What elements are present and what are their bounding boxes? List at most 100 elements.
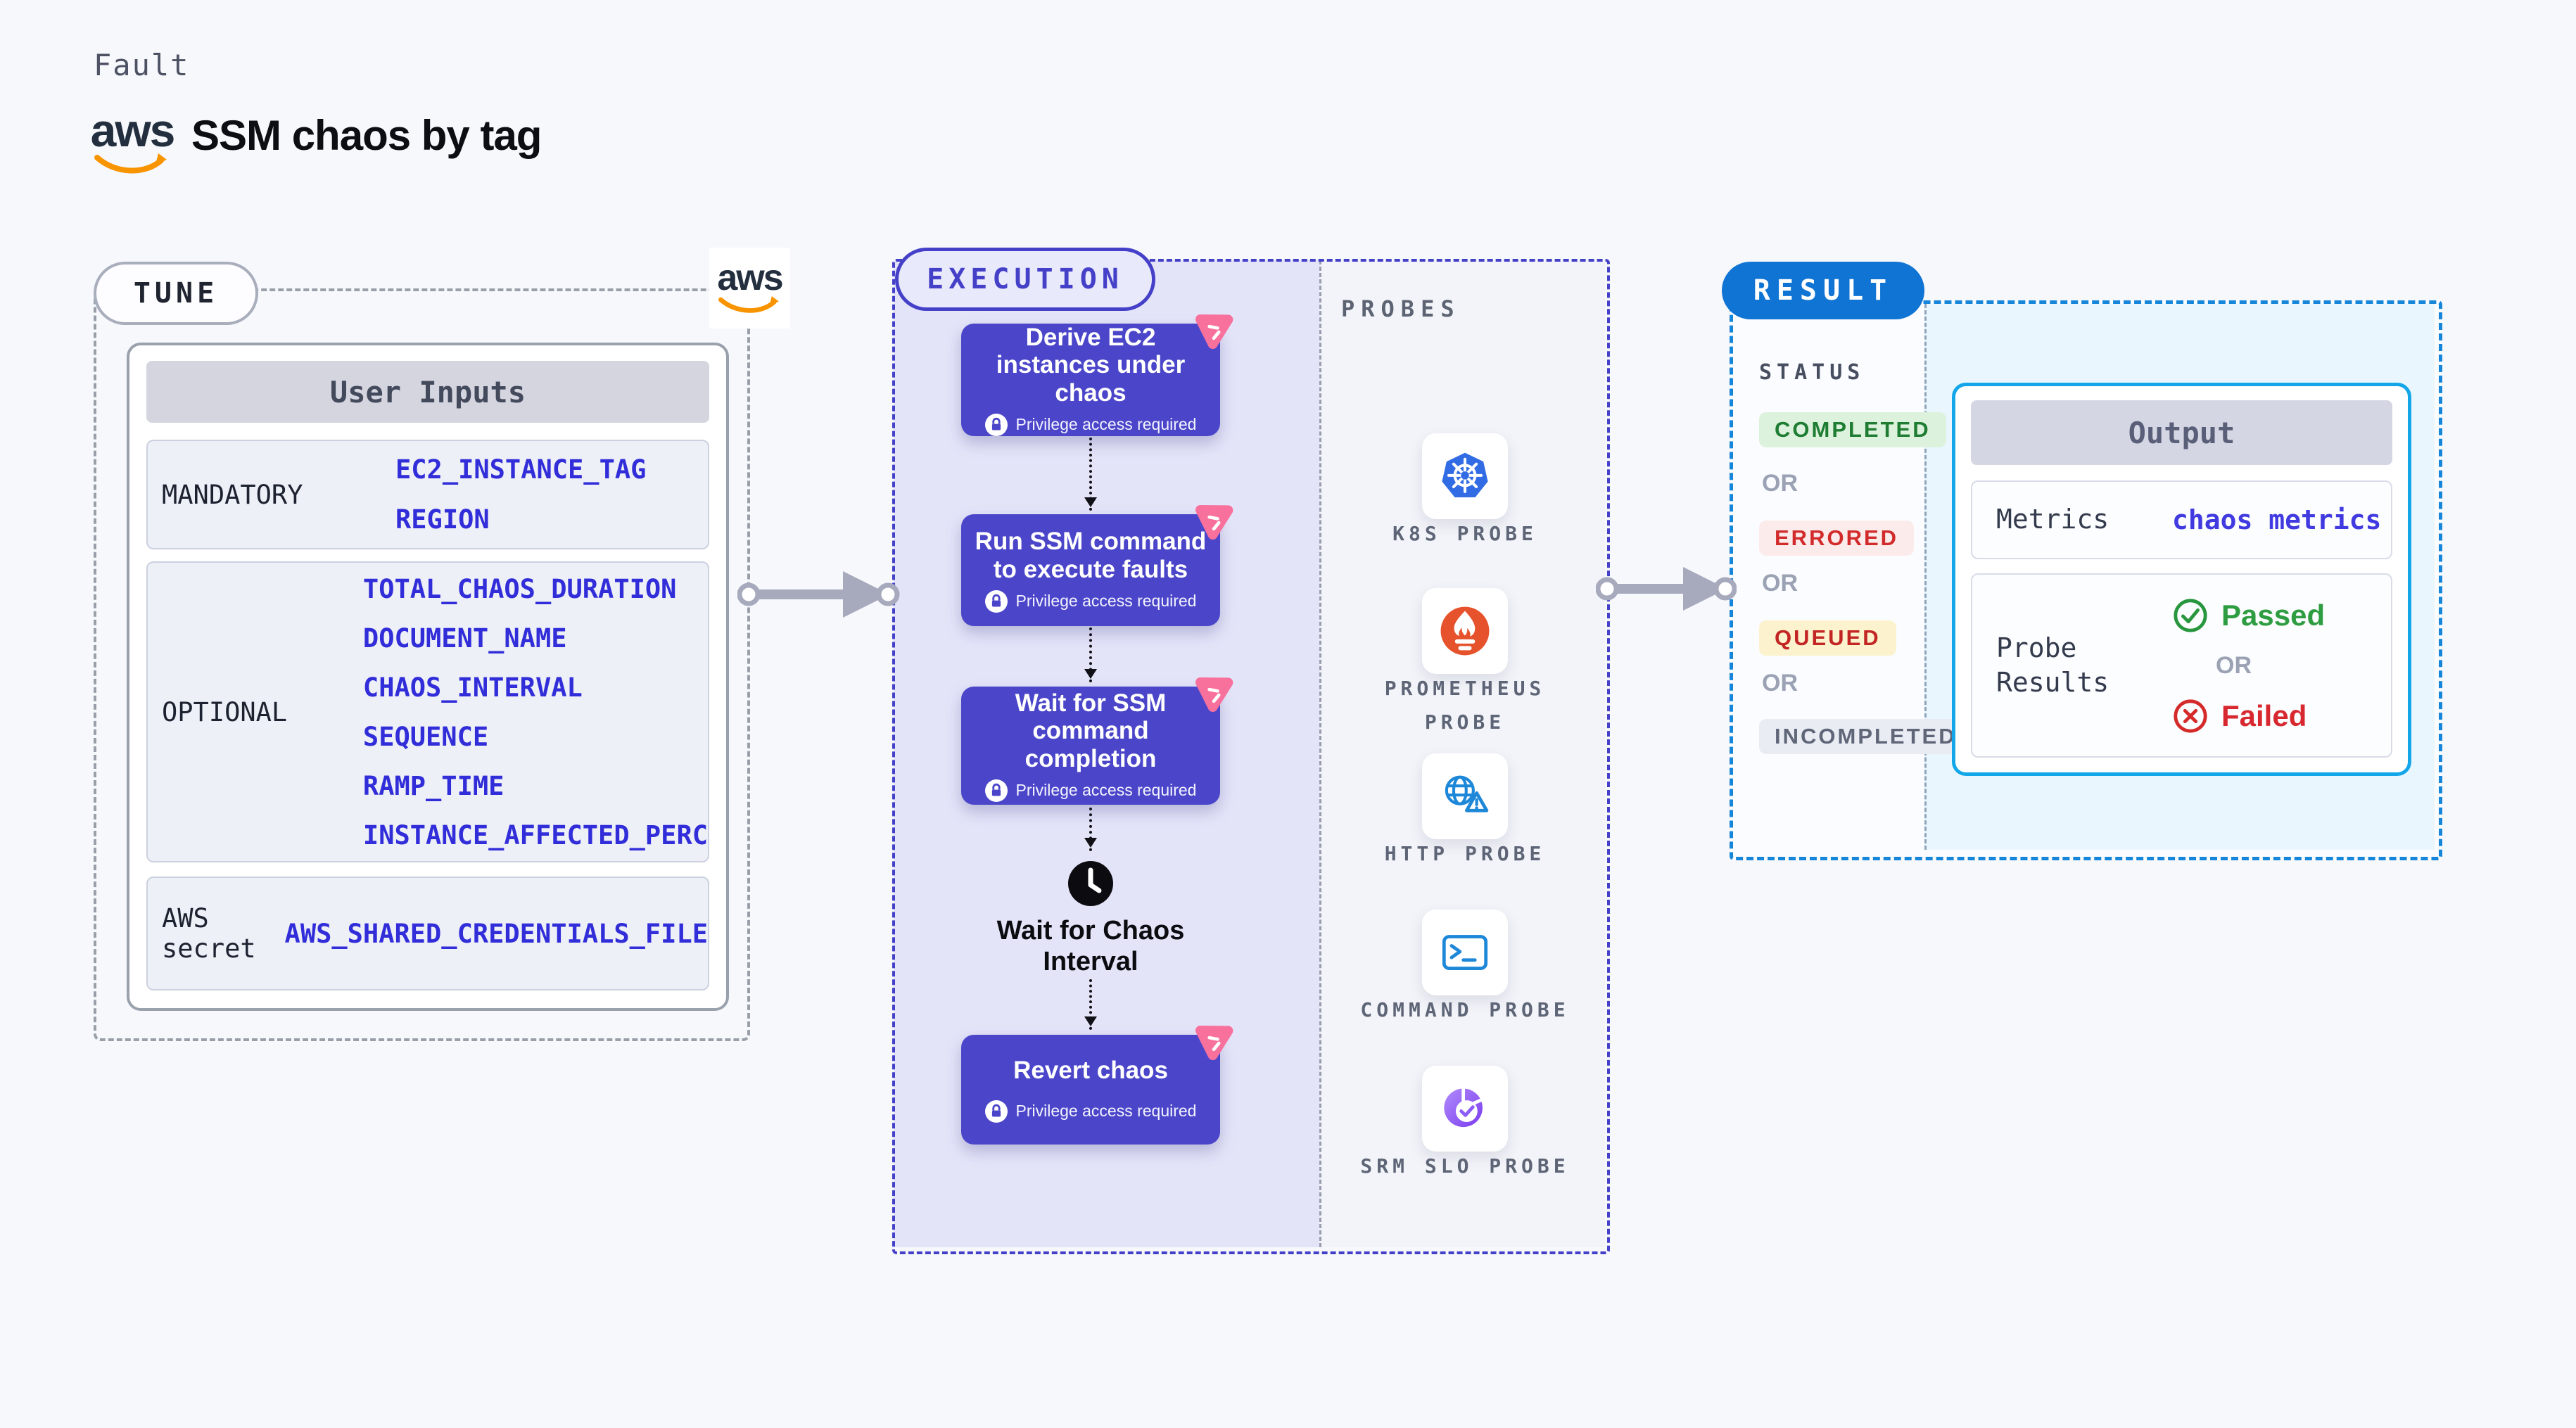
slo-pie-check-icon xyxy=(1444,1087,1483,1128)
privilege-note-text: Privilege access required xyxy=(1015,415,1197,434)
step-run-ssm-command: Run SSM command to execute faults Privil… xyxy=(961,504,1233,626)
user-inputs-title: User Inputs xyxy=(146,361,709,423)
probe-card-http xyxy=(1422,753,1508,839)
param: AWS_SHARED_CREDENTIALS_FILE xyxy=(284,918,708,949)
lock-icon xyxy=(984,779,1008,802)
check-circle-icon xyxy=(2174,598,2207,632)
step-title: Run SSM command to execute faults xyxy=(975,528,1207,583)
wait-for-chaos-interval-label: Wait for Chaos Interval xyxy=(996,916,1185,976)
result-section-label: RESULT xyxy=(1722,262,1924,319)
param-list: AWS_SHARED_CREDENTIALS_FILE xyxy=(285,878,708,989)
tune-section-label: TUNE xyxy=(94,262,258,325)
privilege-note: Privilege access required xyxy=(984,1099,1197,1123)
aws-smile-icon xyxy=(94,153,167,174)
passed-label: Passed xyxy=(2221,598,2326,632)
param: DOCUMENT_NAME xyxy=(362,623,567,654)
probe-label: PROMETHEUS PROBE xyxy=(1384,677,1546,734)
chaos-experiment-icon xyxy=(1195,677,1233,713)
failed-label: Failed xyxy=(2221,699,2307,732)
status-badge-completed: COMPLETED xyxy=(1759,412,1946,447)
input-group-mandatory: MANDATORY EC2_INSTANCE_TAG REGION xyxy=(146,440,709,549)
step-title: Derive EC2 instances under chaos xyxy=(996,324,1186,407)
metrics-value: chaos metrics xyxy=(2172,504,2382,535)
step-wait-ssm-completion: Wait for SSM command completion Privileg… xyxy=(961,677,1233,805)
chaos-experiment-icon xyxy=(1195,1025,1233,1061)
param: RAMP_TIME xyxy=(362,770,505,801)
privilege-note-text: Privilege access required xyxy=(1015,592,1197,611)
probe-label: SRM SLO PROBE xyxy=(1360,1154,1570,1178)
step-revert-chaos: Revert chaos Privilege access required xyxy=(961,1025,1233,1145)
flow-connector-arrow xyxy=(1084,627,1097,682)
metrics-label: Metrics xyxy=(1996,504,2109,535)
privilege-note-text: Privilege access required xyxy=(1015,1102,1197,1121)
privilege-note-text: Privilege access required xyxy=(1015,781,1197,800)
lock-icon xyxy=(984,589,1008,613)
aws-logo: aws xyxy=(717,257,784,317)
output-title: Output xyxy=(1971,400,2392,465)
probes-to-result-arrow xyxy=(1596,567,1737,611)
tune-section-box xyxy=(94,288,750,1041)
lock-icon xyxy=(984,413,1008,436)
aws-logo-text: aws xyxy=(90,104,176,156)
execution-section-box xyxy=(892,259,1610,1254)
terminal-icon xyxy=(1442,935,1488,970)
probe-label: K8S PROBE xyxy=(1392,522,1537,545)
param: SEQUENCE xyxy=(362,721,489,752)
fault-eyebrow: Fault xyxy=(94,48,190,82)
input-group-optional: OPTIONAL TOTAL_CHAOS_DURATION DOCUMENT_N… xyxy=(146,561,709,862)
probe-label: COMMAND PROBE xyxy=(1360,998,1570,1021)
or-separator: OR xyxy=(2216,651,2252,679)
flow-connector-arrow xyxy=(1084,808,1097,851)
probe-results-values: Passed OR Failed xyxy=(2172,575,2391,756)
clock-icon xyxy=(1068,861,1113,906)
probes-heading: PROBES xyxy=(1341,295,1461,322)
or-separator: OR xyxy=(1762,570,1798,597)
probe-label: HTTP PROBE xyxy=(1384,842,1546,865)
step-derive-ec2-instances: Derive EC2 instances under chaos Privile… xyxy=(961,314,1233,436)
input-group-label: MANDATORY xyxy=(162,479,303,510)
status-badge-errored: ERRORED xyxy=(1759,521,1915,556)
page-title: SSM chaos by tag xyxy=(191,112,542,159)
prometheus-icon xyxy=(1440,606,1490,656)
aws-logo: aws xyxy=(90,107,175,179)
privilege-note: Privilege access required xyxy=(984,779,1197,802)
input-group-label: OPTIONAL xyxy=(162,696,288,727)
probe-results-row: Probe Results Passed OR Faile xyxy=(1971,573,2392,758)
flow-connector-arrow xyxy=(1084,979,1097,1030)
param: INSTANCE_AFFECTED_PERC xyxy=(362,820,708,850)
execution-section-label: EXECUTION xyxy=(895,248,1155,311)
or-separator: OR xyxy=(1762,670,1798,696)
param: EC2_INSTANCE_TAG xyxy=(395,454,647,485)
privilege-note: Privilege access required xyxy=(984,413,1197,436)
input-group-aws-secret: AWS secret AWS_SHARED_CREDENTIALS_FILE xyxy=(146,876,709,990)
aws-logo-tune-corner: aws xyxy=(709,248,790,329)
probe-results-label: Probe Results xyxy=(1996,632,2109,698)
step-title: Revert chaos xyxy=(1013,1057,1168,1085)
or-separator: OR xyxy=(1762,470,1798,497)
failed-line: Failed xyxy=(2172,698,2391,734)
status-badge-incompleted: INCOMPLETED xyxy=(1759,719,1972,754)
probe-card-command xyxy=(1422,910,1508,995)
aws-smile-icon xyxy=(718,295,779,313)
chaos-experiment-icon xyxy=(1195,314,1233,350)
lock-icon xyxy=(984,1099,1008,1123)
status-heading: STATUS xyxy=(1759,360,1865,385)
probe-card-prometheus xyxy=(1422,588,1508,674)
aws-logo-text: aws xyxy=(717,257,783,298)
param-list: EC2_INSTANCE_TAG REGION xyxy=(395,441,708,548)
probe-card-k8s xyxy=(1422,433,1508,519)
param: REGION xyxy=(395,504,490,535)
step-title: Wait for SSM command completion xyxy=(1015,689,1167,772)
tune-to-execution-arrow xyxy=(737,571,900,618)
status-badge-queued: QUEUED xyxy=(1759,620,1896,656)
input-group-label: AWS secret xyxy=(162,903,256,964)
privilege-note: Privilege access required xyxy=(984,589,1197,613)
metrics-row: Metrics chaos metrics xyxy=(1971,480,2392,559)
http-globe-warning-icon xyxy=(1445,775,1489,812)
chaos-experiment-icon xyxy=(1195,504,1233,540)
kubernetes-icon xyxy=(1442,452,1488,498)
param-list: TOTAL_CHAOS_DURATION DOCUMENT_NAME CHAOS… xyxy=(363,563,708,861)
passed-line: Passed xyxy=(2172,597,2391,634)
user-inputs-card: User Inputs MANDATORY EC2_INSTANCE_TAG R… xyxy=(127,343,729,1011)
